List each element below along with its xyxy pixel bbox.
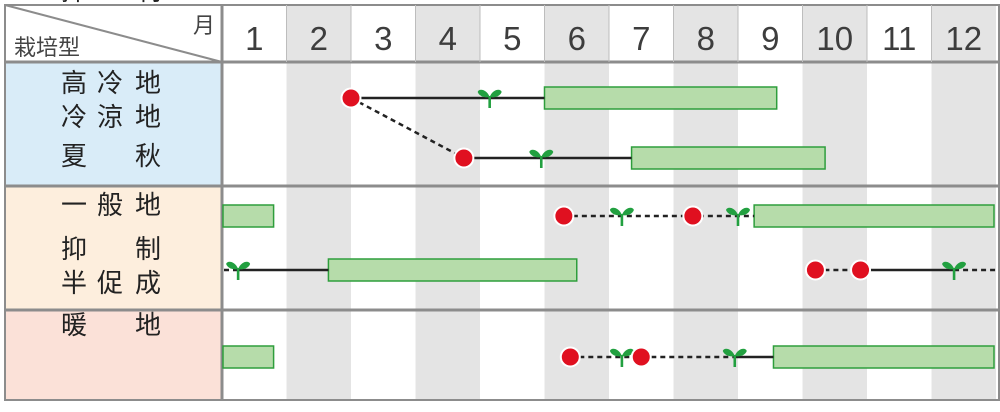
month-label: 10 bbox=[816, 20, 853, 57]
harvest-bar bbox=[630, 146, 826, 170]
planting-sprout-icon bbox=[226, 261, 251, 280]
cultivation-type-label-char: 地 bbox=[135, 191, 161, 221]
month-label: 4 bbox=[439, 20, 457, 57]
planting-sprout-icon bbox=[609, 348, 634, 367]
month-label: 6 bbox=[568, 20, 586, 57]
month-column-bg bbox=[222, 5, 287, 400]
planting-sprout-icon bbox=[722, 348, 747, 367]
planting-sprout-icon bbox=[609, 207, 634, 226]
cultivation-type-label-char: 地 bbox=[135, 103, 161, 133]
header-diagonal bbox=[4, 4, 223, 63]
planting-sprout-icon bbox=[726, 207, 750, 226]
month-label: 12 bbox=[945, 20, 982, 57]
sowing-dot bbox=[630, 346, 652, 368]
cultivation-type-label-char: 高 bbox=[61, 69, 87, 99]
cultivation-type-label-char: 制 bbox=[135, 235, 161, 265]
harvest-bar bbox=[327, 258, 578, 282]
month-label: 7 bbox=[632, 20, 650, 57]
month-label: 8 bbox=[697, 20, 715, 57]
cultivation-type-label-char: 秋 bbox=[135, 142, 161, 172]
header-month-label: 月 bbox=[193, 14, 215, 39]
sowing-dot bbox=[559, 346, 581, 368]
sowing-dot bbox=[804, 259, 826, 281]
month-column-bg bbox=[673, 5, 738, 400]
cultivation-type-label-char: 涼 bbox=[97, 103, 123, 133]
month-column-bg bbox=[415, 5, 480, 400]
month-label: 3 bbox=[374, 20, 392, 57]
month-label: 11 bbox=[882, 20, 916, 57]
planting-sprout-icon bbox=[942, 261, 967, 280]
cultivation-type-label-char: 夏 bbox=[61, 142, 87, 172]
month-column-bg bbox=[544, 5, 609, 400]
planting-sprout-icon bbox=[477, 89, 502, 108]
cultivation-type-label-char: 促 bbox=[97, 269, 123, 299]
cultivation-type-label-char: 般 bbox=[97, 191, 123, 221]
cultivation-type-label-char: 冷 bbox=[97, 69, 123, 99]
sowing-dot bbox=[453, 147, 475, 169]
cultivation-type-label-char: 成 bbox=[135, 269, 161, 299]
group-highland-label-bg bbox=[5, 62, 222, 186]
month-label: 1 bbox=[245, 20, 263, 57]
month-column-bg bbox=[931, 5, 996, 400]
month-label: 9 bbox=[761, 20, 779, 57]
month-label: 2 bbox=[310, 20, 328, 57]
sowing-dot bbox=[553, 205, 575, 227]
month-column-bg bbox=[738, 5, 803, 400]
cultivation-type-label-char: 半 bbox=[61, 269, 87, 299]
harvest-bar bbox=[222, 204, 275, 228]
cultivation-type-label-char: 制 bbox=[135, 0, 161, 7]
sowing-dot bbox=[682, 205, 704, 227]
cultivation-type-label-char: 冷 bbox=[61, 103, 87, 133]
month-column-bg bbox=[351, 5, 416, 400]
harvest-bar bbox=[222, 345, 275, 369]
harvest-bar bbox=[772, 345, 995, 369]
group-general-label-bg bbox=[5, 186, 222, 310]
harvest-bar bbox=[543, 86, 778, 110]
cultivation-type-label-char: 抑 bbox=[61, 235, 87, 265]
cultivation-type-label-char: 地 bbox=[135, 69, 161, 99]
header-type-label: 栽培型 bbox=[14, 36, 80, 61]
sowing-link-line bbox=[350, 96, 465, 160]
sowing-dot bbox=[850, 259, 872, 281]
grid-border bbox=[4, 4, 1000, 401]
month-label: 5 bbox=[503, 20, 521, 57]
cultivation-type-label-char: 一 bbox=[61, 191, 87, 221]
month-column-bg bbox=[802, 5, 867, 400]
sowing-dot bbox=[340, 87, 362, 109]
group-warm-label-bg bbox=[5, 310, 222, 400]
cultivation-type-label-char: 地 bbox=[135, 311, 161, 341]
planting-sprout-icon bbox=[529, 149, 554, 168]
month-column-bg bbox=[480, 5, 545, 400]
month-column-bg bbox=[286, 5, 351, 400]
harvest-bar bbox=[753, 204, 995, 228]
month-column-bg bbox=[867, 5, 932, 400]
cultivation-type-label-char: 抑 bbox=[61, 0, 87, 7]
cultivation-type-label-char: 暖 bbox=[61, 311, 87, 341]
month-column-bg bbox=[609, 5, 674, 400]
